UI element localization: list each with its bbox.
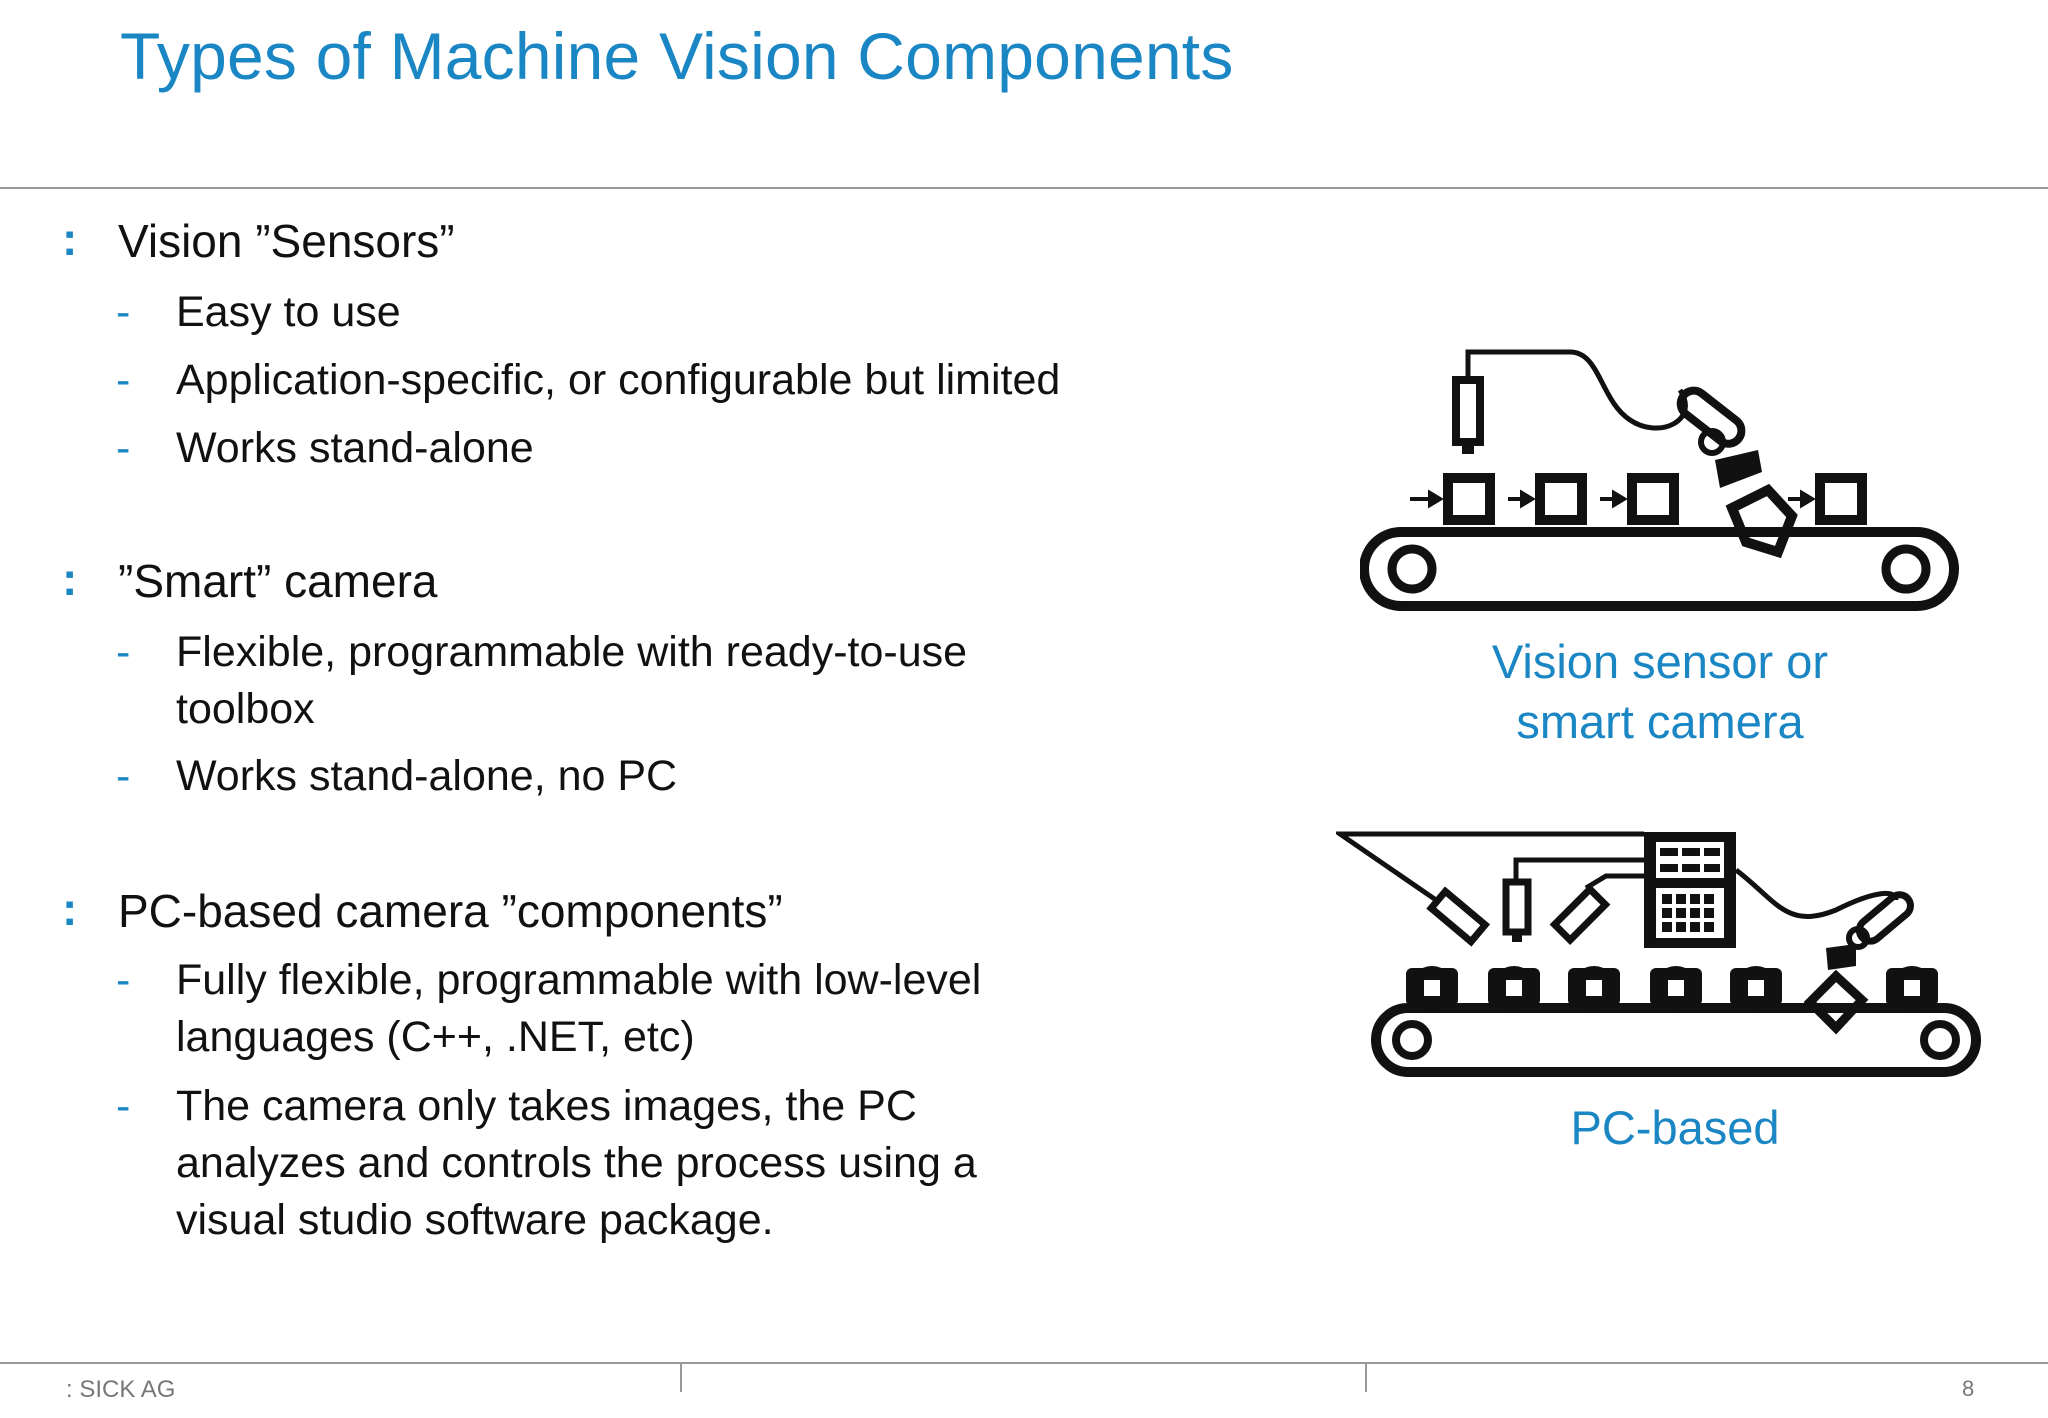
dash-marker: - — [116, 356, 131, 404]
dash-marker: - — [116, 424, 131, 472]
pc-conveyor-icon — [1336, 831, 1981, 1077]
slide-title: Types of Machine Vision Components — [120, 19, 1234, 93]
bullet-marker: : — [62, 553, 78, 605]
list-item-text: Fully flexible, programmable with low-le… — [176, 956, 982, 1061]
footer-tick — [680, 1362, 682, 1392]
footer-company: : SICK AG — [66, 1376, 176, 1403]
bullet-heading: ”Smart” camera — [118, 555, 438, 607]
sensor-conveyor-icon — [1360, 349, 1959, 611]
list-item-text: Works stand-alone — [176, 424, 534, 472]
bullet-heading: Vision ”Sensors” — [118, 215, 455, 267]
pc-caption: PC-based — [1570, 1101, 1780, 1154]
bullet-heading: PC-based camera ”components” — [118, 885, 783, 937]
bullet-marker: : — [62, 213, 78, 265]
dash-marker: - — [116, 288, 131, 336]
page-number: 8 — [1962, 1376, 1975, 1401]
list-item-text: Flexible, programmable with ready-to-use… — [176, 628, 968, 733]
dash-marker: - — [116, 956, 131, 1004]
bullet-marker: : — [62, 883, 78, 935]
list-item-text: Easy to use — [176, 288, 401, 336]
footer-tick — [1365, 1362, 1367, 1392]
list-item-text: The camera only takes images, the PC ana… — [176, 1082, 977, 1244]
list-item-text: Application-specific, or configurable bu… — [176, 356, 1061, 404]
dash-marker: - — [116, 628, 131, 676]
sensor-caption: Vision sensor or smart camera — [1491, 635, 1829, 748]
list-item-text: Works stand-alone, no PC — [176, 752, 678, 800]
dash-marker: - — [116, 1082, 131, 1130]
footer-divider — [0, 1362, 2048, 1364]
dash-marker: - — [116, 752, 131, 800]
title-divider — [0, 187, 2048, 189]
